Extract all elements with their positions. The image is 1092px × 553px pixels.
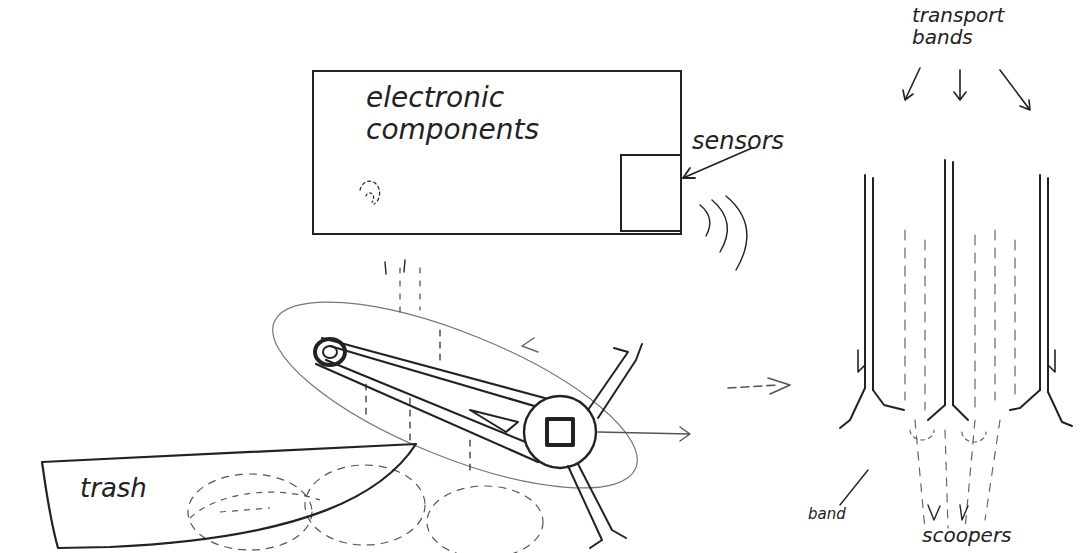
sensor-label: sensors: [692, 128, 784, 156]
box-title: electronic components: [366, 82, 596, 146]
sensor-wave: [712, 200, 727, 252]
machine-illustration: [188, 264, 790, 553]
label-arrow: [954, 70, 966, 100]
side-fin: [470, 410, 518, 432]
trash-bin: trash: [40, 440, 420, 550]
component-details: [360, 148, 752, 274]
dashed-guides: [366, 330, 470, 470]
view-arrowhead: [768, 378, 790, 394]
label-arrow: [1000, 70, 1030, 110]
dashed-motion-circle: [305, 465, 425, 545]
dashed-scooper-paths: [915, 420, 1000, 530]
sensor-arrowhead: [683, 168, 695, 178]
band-line: [945, 160, 953, 405]
band-line: [1040, 175, 1048, 392]
band-fin: [1048, 350, 1055, 372]
band-foot: [1010, 390, 1072, 426]
part-label: band: [808, 506, 846, 523]
sensor-box: sensors: [620, 154, 682, 232]
dashed-guides: [400, 268, 420, 320]
bottom-fin: [568, 464, 626, 548]
dashed-motion-circle: [427, 486, 543, 553]
part-label: transport bands: [912, 4, 1022, 48]
dashed-scooper-paths: [905, 230, 1015, 410]
drive-axle: [547, 419, 573, 445]
motion-arrow: [598, 427, 690, 441]
scooper-body: [316, 338, 552, 462]
halo-arrow: [522, 338, 538, 352]
sensor-wave: [700, 205, 710, 236]
part-label: scoopers: [922, 524, 1012, 546]
label-arrow: [903, 68, 920, 100]
dash-marks: [385, 260, 405, 274]
bin-contents: [190, 492, 320, 518]
drive-wheel: [524, 396, 596, 468]
sensor-wave: [726, 196, 747, 270]
motion-halo: [251, 264, 659, 525]
view-arrow: [728, 385, 778, 388]
dotted-circle: [366, 193, 374, 202]
band-foot: [840, 388, 904, 428]
band-fin: [858, 350, 865, 372]
top-fin: [588, 344, 642, 418]
scooper-end: [315, 339, 345, 365]
band-leader: [840, 470, 868, 505]
scooper-outline: [910, 430, 986, 442]
component-box: electronic components sensors: [312, 70, 682, 235]
scooper-end: [323, 346, 337, 358]
bin-label: trash: [80, 474, 200, 504]
band-foot: [928, 405, 968, 420]
band-line: [865, 175, 873, 390]
bin-outline-path: [42, 444, 416, 548]
transport-band-view: [840, 68, 1072, 530]
dotted-circle: [360, 181, 380, 204]
scooper-arrows: [928, 505, 968, 520]
